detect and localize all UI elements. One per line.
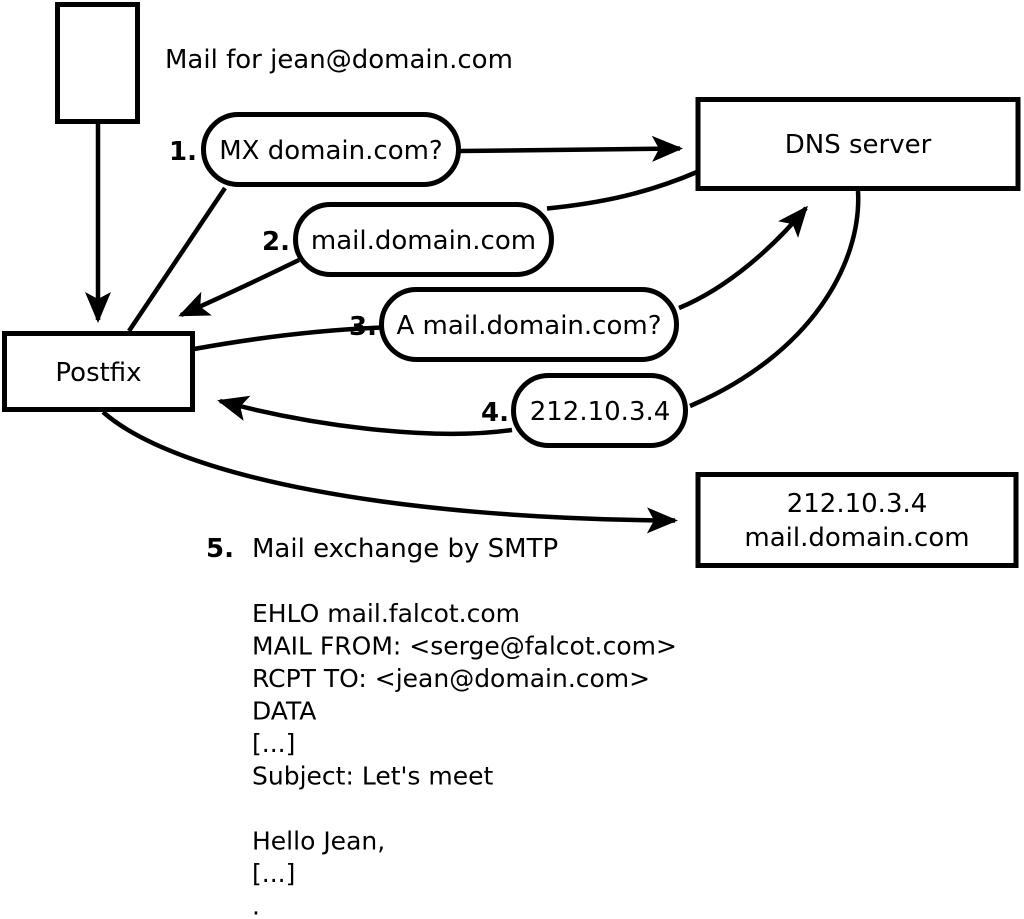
arrow-pill3-to-dns (678, 205, 808, 311)
step3-number: 3. (349, 312, 377, 342)
line-dns-to-pill2 (546, 169, 698, 211)
pill-mx-query-text: MX domain.com? (219, 136, 442, 166)
line-postfix-to-pill3 (193, 325, 383, 352)
postfix-label: Postfix (55, 358, 141, 388)
line-dns-to-pill4 (689, 190, 861, 409)
postfix-box (2, 331, 195, 412)
smtp-transcript: EHLO mail.falcot.com MAIL FROM: <serge@f… (252, 599, 677, 919)
dns-server-label: DNS server (785, 130, 932, 160)
mail-message-box (55, 2, 140, 124)
pill-mx-answer (293, 202, 554, 277)
arrow-postfix-to-mailserver (101, 410, 678, 534)
pill-a-answer-text: 212.10.3.4 (530, 397, 671, 427)
step2-number: 2. (262, 227, 290, 257)
pill-mx-query (201, 112, 461, 187)
mail-for-label: Mail for jean@domain.com (165, 45, 513, 75)
step4-number: 4. (481, 398, 509, 428)
mail-server-box (695, 472, 1019, 568)
smtp-line: DATA (252, 697, 316, 726)
step5-number: 5. (206, 534, 234, 564)
smtp-line: RCPT TO: <jean@domain.com> (252, 664, 650, 693)
arrow-pill1-to-dns (459, 135, 683, 162)
mail-server-ip-label: 212.10.3.4 (787, 489, 928, 519)
smtp-line: Subject: Let's meet (252, 762, 493, 791)
line-postfix-to-pill1 (127, 186, 227, 333)
pill-a-query-text: A mail.domain.com? (397, 311, 662, 341)
dns-server-box (695, 97, 1021, 191)
smtp-line: MAIL FROM: <serge@falcot.com> (252, 632, 677, 661)
arrow-pill2-to-postfix (178, 257, 300, 318)
arrow-pill4-to-postfix (217, 395, 513, 437)
mail-server-host-label: mail.domain.com (744, 523, 969, 553)
pill-mx-answer-text: mail.domain.com (311, 226, 536, 256)
step1-number: 1. (169, 137, 197, 167)
smtp-line: [...] (252, 859, 295, 888)
smtp-line: Hello Jean, (252, 827, 385, 856)
pill-a-answer (511, 373, 688, 448)
smtp-line: . (252, 892, 260, 919)
pill-a-query (379, 287, 679, 362)
smtp-line: [...] (252, 729, 295, 758)
step5-caption: Mail exchange by SMTP (252, 534, 558, 564)
smtp-line: EHLO mail.falcot.com (252, 599, 520, 628)
